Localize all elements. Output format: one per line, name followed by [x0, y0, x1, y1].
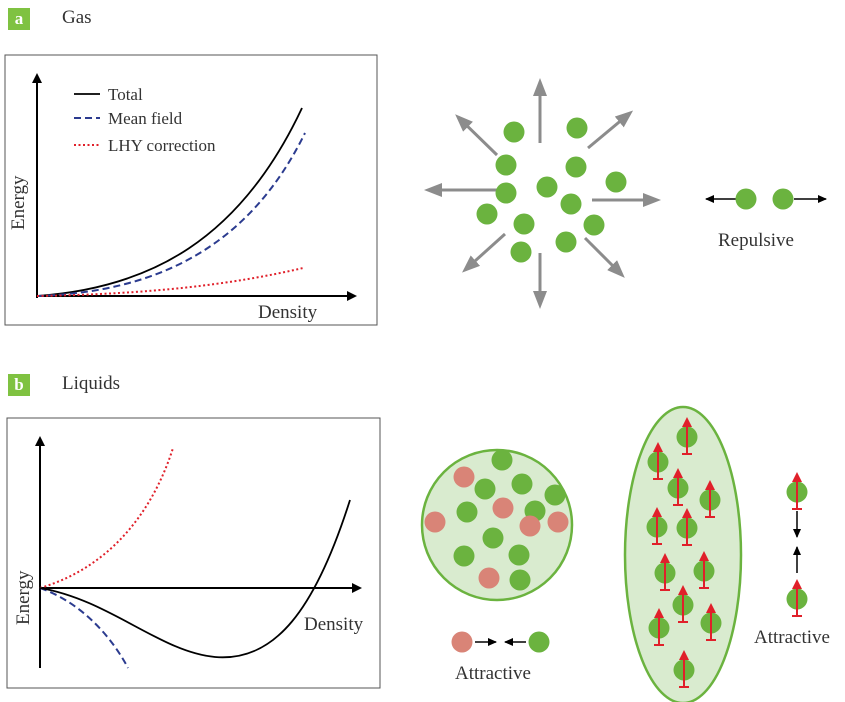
expansion-arrow-upright: [587, 110, 634, 150]
dipole-arrowhead: [792, 472, 802, 482]
dipole-arrowhead: [705, 480, 715, 490]
dipole-arrowhead: [682, 417, 692, 427]
x-axis-label: Density: [258, 302, 318, 323]
mean-field-curve: [39, 587, 129, 669]
attractive-dipolar-pair: Attractive: [754, 472, 830, 648]
green-particle: [453, 545, 475, 567]
green-particle: [482, 527, 504, 549]
attractive-label-mixture: Attractive: [455, 663, 531, 684]
green-particle: [528, 631, 550, 653]
gas-particle: [605, 171, 627, 193]
gas-particle: [565, 156, 587, 178]
dipole-particle: [667, 468, 689, 506]
lhy-curve: [39, 447, 174, 589]
liquid-energy-plot: Density Energy: [6, 417, 381, 689]
dipole-arrowhead: [654, 608, 664, 618]
dipole-particle: [699, 480, 721, 518]
panel-a-badge: a: [8, 8, 30, 30]
panel-b-badge: b: [8, 374, 30, 396]
plot-frame: [6, 417, 381, 689]
dipoles: [646, 417, 722, 688]
dipole-arrowhead: [682, 508, 692, 518]
mixture-droplet: [420, 448, 574, 602]
pink-particle: [424, 511, 446, 533]
gas-particle: [495, 154, 517, 176]
dipole-arrowhead: [792, 579, 802, 589]
dipole-particle: [648, 608, 670, 646]
total-curve: [36, 107, 303, 297]
gas-particle: [560, 193, 582, 215]
gas-particle: [495, 182, 517, 204]
dipole-arrowhead: [699, 551, 709, 561]
green-particle: [544, 484, 566, 506]
green-particle: [511, 473, 533, 495]
mean-field-curve: [36, 132, 306, 297]
panel-b-title: Liquids: [62, 373, 121, 394]
y-axis-label: Energy: [8, 175, 29, 230]
total-curve: [39, 499, 351, 659]
lhy-curve: [36, 267, 304, 297]
dipole-particle: [786, 579, 808, 617]
dipole-particle: [786, 472, 808, 510]
green-particle: [491, 449, 513, 471]
gas-particle: [536, 176, 558, 198]
dipole-particle: [672, 585, 694, 623]
dipole-particle: [676, 508, 698, 546]
pink-particle: [547, 511, 569, 533]
dipole-arrowhead: [660, 553, 670, 563]
gas-particle: [510, 241, 532, 263]
green-particle: [509, 569, 531, 591]
plot-frame: [4, 54, 378, 326]
gas-particles: [476, 117, 627, 263]
expanding-gas-cloud: [424, 78, 661, 309]
legend-label-mean-field: Mean field: [108, 109, 183, 128]
dipole-arrowhead: [706, 603, 716, 613]
x-axis-label: Density: [304, 614, 364, 635]
pink-particle: [453, 466, 475, 488]
dipole-arrowhead: [673, 468, 683, 478]
y-axis-label: Energy: [13, 570, 34, 625]
repulsive-particle-right: [772, 188, 794, 210]
dipole-particle: [654, 553, 676, 591]
dipole-arrowhead: [653, 442, 663, 452]
gas-particle: [566, 117, 588, 139]
green-particle: [456, 501, 478, 523]
green-particle: [474, 478, 496, 500]
expansion-arrow-downright: [583, 236, 625, 278]
gas-energy-plot: Total Mean field LHY correction Density …: [4, 54, 378, 326]
expansion-arrow-downleft: [462, 232, 507, 273]
dipole-arrowhead: [679, 650, 689, 660]
dipole-particle: [647, 442, 669, 480]
pink-particle: [478, 567, 500, 589]
dipole-particle: [700, 603, 722, 641]
dipole-pair: [786, 472, 808, 617]
pink-particle: [519, 515, 541, 537]
pink-particle: [451, 631, 473, 653]
gas-particle: [503, 121, 525, 143]
dipole-arrowhead: [678, 585, 688, 595]
dipole-arrowhead: [652, 507, 662, 517]
legend-label-total: Total: [108, 85, 143, 104]
dipole-particle: [646, 507, 668, 545]
repulsive-label: Repulsive: [718, 230, 794, 251]
attractive-label-dipolar: Attractive: [754, 627, 830, 648]
dipole-particle: [673, 650, 695, 688]
panel-a-title: Gas: [62, 7, 92, 28]
legend-label-lhy: LHY correction: [108, 136, 216, 155]
expansion-arrow-upleft: [455, 114, 499, 157]
pink-particle: [492, 497, 514, 519]
dipole-particle: [676, 417, 698, 455]
gas-particle: [583, 214, 605, 236]
dipolar-droplet: [623, 405, 743, 702]
gas-particle: [555, 231, 577, 253]
repulsive-pair: Repulsive: [705, 188, 827, 251]
dipole-particle: [693, 551, 715, 589]
attractive-mixture-pair: Attractive: [451, 631, 550, 684]
repulsive-particle-left: [735, 188, 757, 210]
gas-particle: [476, 203, 498, 225]
gas-particle: [513, 213, 535, 235]
green-particle: [508, 544, 530, 566]
